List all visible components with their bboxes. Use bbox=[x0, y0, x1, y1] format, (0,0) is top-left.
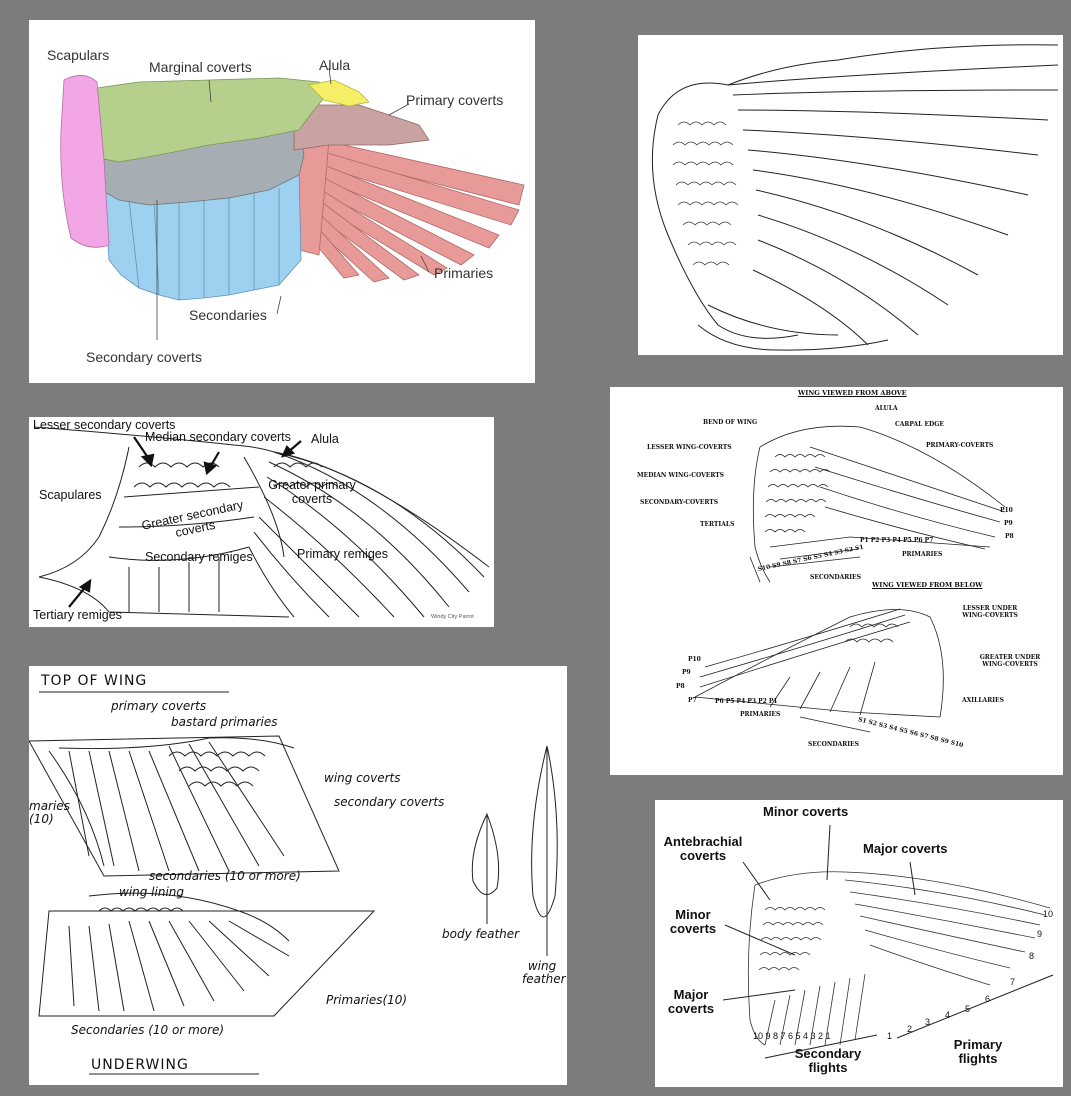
wing-feather-drawing bbox=[532, 746, 558, 917]
bottom-outer-primary-p7: P7 bbox=[688, 698, 697, 705]
wing-arrows-panel: Lesser secondary coverts Median secondar… bbox=[29, 417, 494, 627]
primary-coverts-label: Primary coverts bbox=[406, 93, 503, 108]
primary-number-6: 6 bbox=[985, 995, 990, 1005]
scapulars-label: Scapulars bbox=[47, 48, 109, 63]
top-outer-primary-p9: P9 bbox=[1004, 521, 1013, 528]
wing-above-title: WING VIEWED FROM ABOVE bbox=[798, 390, 907, 397]
wing-coverts-label: wing coverts bbox=[324, 772, 401, 785]
secondaries-under-label: Secondaries (10 or more) bbox=[71, 1024, 224, 1037]
bastard-primaries-label: bastard primaries bbox=[171, 716, 277, 729]
primary-flights-label: Primary flights bbox=[943, 1038, 1013, 1067]
antebrachial-coverts-label: Antebrachial coverts bbox=[663, 835, 743, 864]
greater-primary-coverts-label: Greater primary coverts bbox=[267, 479, 357, 507]
secondary-remiges-label: Secondary remiges bbox=[145, 551, 253, 565]
primaries-below-label: PRIMARIES bbox=[740, 712, 780, 719]
primary-number-3: 3 bbox=[925, 1018, 930, 1028]
lesser-wing-coverts-label: LESSER WING-COVERTS bbox=[647, 445, 732, 452]
top-outer-primary-p10: P10 bbox=[1000, 508, 1013, 515]
primaries-top-label: maries (10) bbox=[29, 800, 69, 826]
wing-sketch-illustration bbox=[638, 35, 1063, 355]
primary-remiges-label: Primary remiges bbox=[297, 548, 388, 562]
primary-number-8: 8 bbox=[1029, 952, 1034, 962]
primary-coverts-label: primary coverts bbox=[111, 700, 206, 713]
tertiary-remiges-label: Tertiary remiges bbox=[33, 609, 122, 623]
alula-label: Alula bbox=[311, 433, 339, 447]
primary-number-10: 10 bbox=[1043, 910, 1053, 920]
bottom-outer-primary-p8: P8 bbox=[676, 684, 685, 691]
primary-number-5: 5 bbox=[965, 1005, 970, 1015]
leader-lines bbox=[723, 825, 1053, 1058]
secondary-numbers: 10 9 8 7 6 5 4 3 2 1 bbox=[753, 1032, 831, 1042]
marginal-coverts-label: Marginal coverts bbox=[149, 60, 252, 75]
secondaries-label: Secondaries bbox=[189, 308, 267, 323]
scapulares-label: Scapulares bbox=[39, 489, 102, 503]
secondaries-label: SECONDARIES bbox=[810, 575, 861, 582]
alula-label: Alula bbox=[319, 58, 350, 73]
bottom-outer-primary-p9: P9 bbox=[682, 670, 691, 677]
feather-drawings bbox=[472, 746, 557, 956]
major-coverts-label: Major coverts bbox=[661, 988, 721, 1017]
scale-feathers bbox=[673, 122, 738, 265]
alula-label: ALULA bbox=[875, 406, 898, 413]
top-outer-primary-p8: P8 bbox=[1005, 534, 1014, 541]
bottom-primaries-numbers: P6 P5 P4 P3 P2 P1 bbox=[715, 699, 778, 706]
carpal-edge-label: CARPAL EDGE bbox=[895, 422, 944, 429]
primaries-label: Primaries bbox=[434, 266, 493, 281]
primaries-label: PRIMARIES bbox=[902, 552, 942, 559]
colored-wing-illustration bbox=[29, 20, 535, 383]
greater-under-wing-coverts-label: GREATER UNDER WING-COVERTS bbox=[970, 655, 1050, 668]
body-feather-drawing bbox=[472, 814, 498, 895]
secondary-flights-label: Secondary flights bbox=[783, 1047, 873, 1076]
median-wing-coverts-label: MEDIAN WING-COVERTS bbox=[637, 473, 724, 480]
underwing-title: UNDERWING bbox=[91, 1058, 189, 1073]
wing-above-below-panel: WING VIEWED FROM ABOVE ALULA BEND OF WIN… bbox=[610, 387, 1063, 775]
credit-label: Windy City Parrot bbox=[431, 614, 474, 620]
wing-sketch-panel bbox=[638, 35, 1063, 355]
secondary-coverts-label: secondary coverts bbox=[334, 796, 444, 809]
bend-of-wing-label: BEND OF WING bbox=[703, 420, 757, 427]
primary-number-7: 7 bbox=[1010, 978, 1015, 988]
top-under-wing-panel: TOP OF WING primary coverts bastard prim… bbox=[29, 666, 567, 1085]
primary-number-4: 4 bbox=[945, 1011, 950, 1021]
primary-coverts-label: PRIMARY-COVERTS bbox=[926, 443, 993, 450]
top-primaries-numbers: P1 P2 P3 P4 P5 P6 P7 bbox=[860, 538, 933, 545]
primary-coverts-region bbox=[294, 105, 429, 150]
median-secondary-coverts-label: Median secondary coverts bbox=[145, 431, 291, 445]
wing-below-title: WING VIEWED FROM BELOW bbox=[872, 582, 982, 589]
lesser-under-wing-coverts-label: LESSER UNDER WING-COVERTS bbox=[955, 606, 1025, 619]
primary-number-1: 1 bbox=[887, 1032, 892, 1042]
secondaries-top-label: secondaries (10 or more) bbox=[149, 870, 301, 883]
primary-number-9: 9 bbox=[1037, 930, 1042, 940]
body-feather-label: body feather bbox=[442, 928, 519, 941]
minor-coverts-label: Minor coverts bbox=[663, 908, 723, 937]
bottom-outer-primary-p10: P10 bbox=[688, 657, 701, 664]
primaries-under-label: Primaries(10) bbox=[326, 994, 407, 1007]
minor-coverts-top-label: Minor coverts bbox=[763, 805, 848, 819]
secondaries-below-label: SECONDARIES bbox=[808, 742, 859, 749]
secondary-coverts-label: Secondary coverts bbox=[86, 350, 202, 365]
wing-flights-panel: Minor coverts Antebrachial coverts Major… bbox=[655, 800, 1063, 1087]
axillaries-label: AXILLARIES bbox=[962, 698, 1004, 705]
wing-lining-label: wing lining bbox=[119, 886, 184, 899]
major-coverts-top-label: Major coverts bbox=[863, 842, 948, 856]
wing-feather-label: wing feather bbox=[522, 960, 562, 986]
tertials-label: TERTIALS bbox=[700, 522, 734, 529]
primary-number-2: 2 bbox=[907, 1025, 912, 1035]
top-of-wing-title: TOP OF WING bbox=[41, 674, 147, 689]
wing-arrows-illustration bbox=[29, 417, 494, 627]
colored-wing-diagram-panel: Scapulars Marginal coverts Alula Primary… bbox=[29, 20, 535, 383]
secondary-coverts-label: SECONDARY-COVERTS bbox=[640, 500, 718, 507]
